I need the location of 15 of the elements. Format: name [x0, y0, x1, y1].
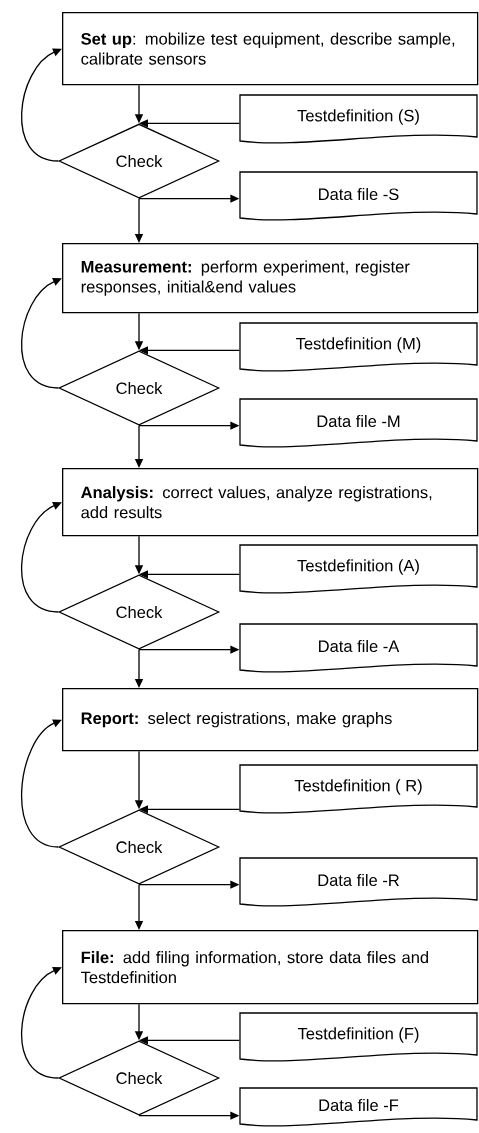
loop-arrow: [21, 719, 62, 848]
loop-arrow: [21, 48, 62, 162]
loop-arrow: [21, 278, 62, 389]
arrow: [139, 119, 240, 128]
arrow: [139, 346, 240, 355]
loop-arrow: [21, 502, 62, 613]
process-box: Report: select registrations, make graphs: [62, 688, 479, 752]
arrow: [139, 570, 240, 579]
process-box: Analysis: correct values, analyze registrations, add results: [62, 468, 479, 537]
arrow: [139, 805, 240, 814]
process-box: Set up: mobilize test equipment, describe sample, calibrate sensors: [62, 12, 479, 86]
loop-arrow: [21, 966, 62, 1079]
process-box: File: add filing information, store data files and Testdefinition: [62, 930, 479, 1005]
arrow: [139, 1036, 240, 1045]
process-box: Measurement: perform experiment, register responses, initial&end values: [62, 243, 479, 314]
